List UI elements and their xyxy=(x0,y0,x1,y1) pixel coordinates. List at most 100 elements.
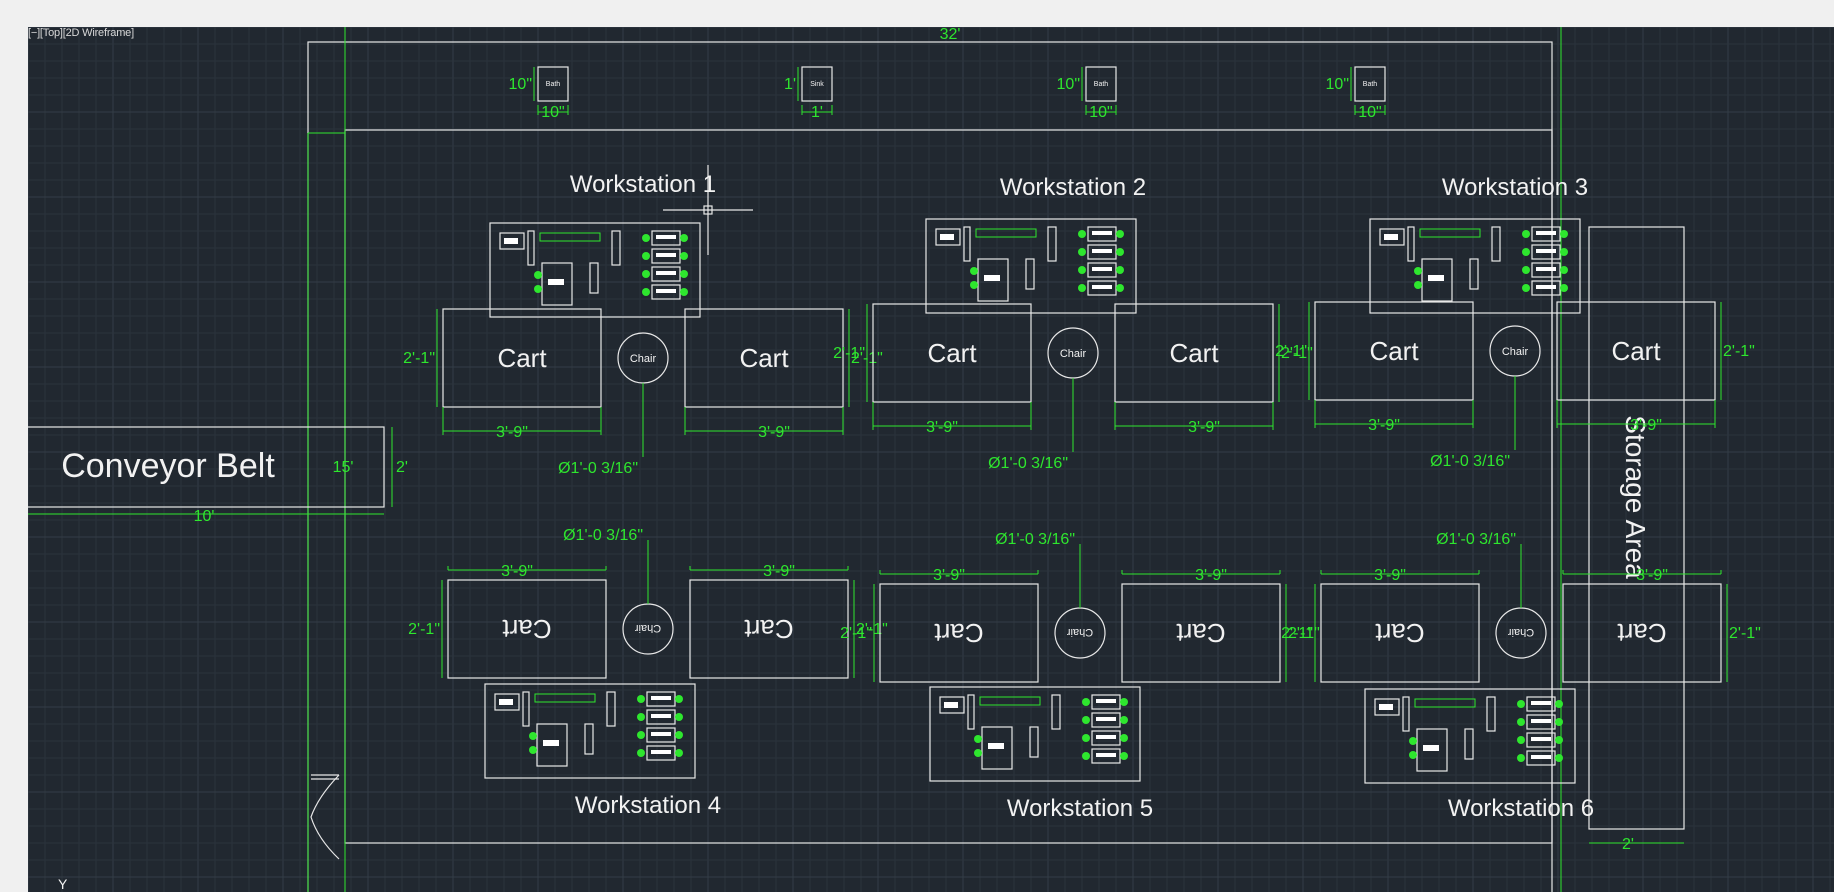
cart-shape[interactable] xyxy=(1562,583,1722,683)
connector-node xyxy=(642,234,650,242)
conveyor-rail xyxy=(539,232,601,242)
dimension-label: Ø1'-0 3/16" xyxy=(988,455,1068,472)
cart-label: Cart xyxy=(934,618,984,648)
dimension-label: 3'-9" xyxy=(501,563,533,580)
cart-shape[interactable] xyxy=(1320,583,1480,683)
conveyor-belt-shape[interactable] xyxy=(28,426,385,508)
monitor-icon xyxy=(939,696,965,714)
cad-canvas[interactable]: 32'Bath10"10"Sink1'1'Bath10"10"Bath10"10… xyxy=(28,27,1834,892)
dimension-label: 3'-9" xyxy=(496,424,528,441)
fixture-label: Bath xyxy=(546,81,561,88)
cart-shape[interactable] xyxy=(879,583,1039,683)
connector-node xyxy=(1409,737,1417,745)
connector-node xyxy=(1555,736,1563,744)
connector-node xyxy=(680,234,688,242)
divider xyxy=(1402,696,1410,732)
bath-fixture[interactable] xyxy=(537,66,569,102)
bath-fixture[interactable] xyxy=(1354,66,1386,102)
connector-node xyxy=(1517,718,1525,726)
printer-icon xyxy=(541,262,573,306)
dimension-label: 32' xyxy=(940,27,961,43)
sink-fixture[interactable] xyxy=(801,66,833,102)
dimension-label: 2'-1" xyxy=(403,350,435,367)
tool-box-fill xyxy=(1092,249,1112,253)
dimension-label: 2' xyxy=(1622,836,1634,853)
desk-outline[interactable] xyxy=(929,686,1141,782)
tool-box-fill xyxy=(1092,267,1112,271)
cart-shape[interactable] xyxy=(447,579,607,679)
dimension-label: 3'-9" xyxy=(1368,417,1400,434)
cart-shape[interactable] xyxy=(1114,303,1274,403)
desk-outline[interactable] xyxy=(484,683,696,779)
desk-outline[interactable] xyxy=(1369,218,1581,314)
cart-shape[interactable] xyxy=(1121,583,1281,683)
dimension-label: 10" xyxy=(1326,76,1349,93)
viewport-controls-label[interactable]: [−][Top][2D Wireframe] xyxy=(28,27,134,39)
conveyor-rail xyxy=(975,228,1037,238)
connector-node xyxy=(637,713,645,721)
connector-node xyxy=(1560,230,1568,238)
tool-box-fill xyxy=(656,253,676,257)
tool-box-fill xyxy=(1531,701,1551,705)
divider xyxy=(611,230,621,266)
monitor-screen xyxy=(499,699,513,705)
connector-node xyxy=(1409,751,1417,759)
connector-node xyxy=(1082,752,1090,760)
divider xyxy=(1051,694,1061,730)
cart-label: Cart xyxy=(1169,338,1219,368)
workstation-title: Workstation 6 xyxy=(1448,795,1594,822)
divider xyxy=(967,694,975,730)
chair-label: Chair xyxy=(1060,348,1087,360)
connector-node xyxy=(1517,700,1525,708)
connector-node xyxy=(1517,736,1525,744)
dimension-label: 2'-1" xyxy=(840,625,872,642)
connector-node xyxy=(1555,754,1563,762)
cart-shape[interactable] xyxy=(1556,301,1716,401)
monitor-screen xyxy=(504,238,518,244)
cart-shape[interactable] xyxy=(689,579,849,679)
connector-node xyxy=(1414,267,1422,275)
desk-outline[interactable] xyxy=(1364,688,1576,784)
dimension-label: 2'-1" xyxy=(1281,345,1313,362)
cart-label: Cart xyxy=(739,343,789,373)
cart-shape[interactable] xyxy=(442,308,602,408)
grid xyxy=(28,27,1834,892)
tool-box-fill xyxy=(1531,755,1551,759)
connector-node xyxy=(534,285,542,293)
connector-node xyxy=(534,271,542,279)
dimension-label: 2'-1" xyxy=(408,621,440,638)
printer-icon xyxy=(981,726,1013,770)
printer-fill xyxy=(1428,275,1444,281)
cart-shape[interactable] xyxy=(1314,301,1474,401)
cart-shape[interactable] xyxy=(684,308,844,408)
dimension-label: 2' xyxy=(396,459,408,476)
divider xyxy=(1469,258,1479,290)
desk-equipment xyxy=(935,226,1124,302)
fixture-label: Sink xyxy=(810,81,824,88)
dimension-label: 10" xyxy=(509,76,532,93)
dimension-label: 1' xyxy=(811,104,823,121)
desk-equipment xyxy=(1379,226,1568,302)
desk-outline[interactable] xyxy=(489,222,701,318)
conveyor-belt-label: Conveyor Belt xyxy=(61,447,275,485)
monitor-screen xyxy=(1384,234,1398,240)
dimension-label: 1' xyxy=(784,76,796,93)
cart-shape[interactable] xyxy=(872,303,1032,403)
tool-box-fill xyxy=(1096,717,1116,721)
tool-box-fill xyxy=(1092,231,1112,235)
cart-label: Cart xyxy=(1617,618,1667,648)
storage-area-shape[interactable] xyxy=(1588,226,1685,830)
connector-node xyxy=(1560,266,1568,274)
workstation-title: Workstation 5 xyxy=(1007,795,1153,822)
connector-node xyxy=(1120,752,1128,760)
bath-fixture[interactable] xyxy=(1085,66,1117,102)
workstation-desk xyxy=(1369,218,1581,314)
dimension-label: 2'-1" xyxy=(1281,625,1313,642)
